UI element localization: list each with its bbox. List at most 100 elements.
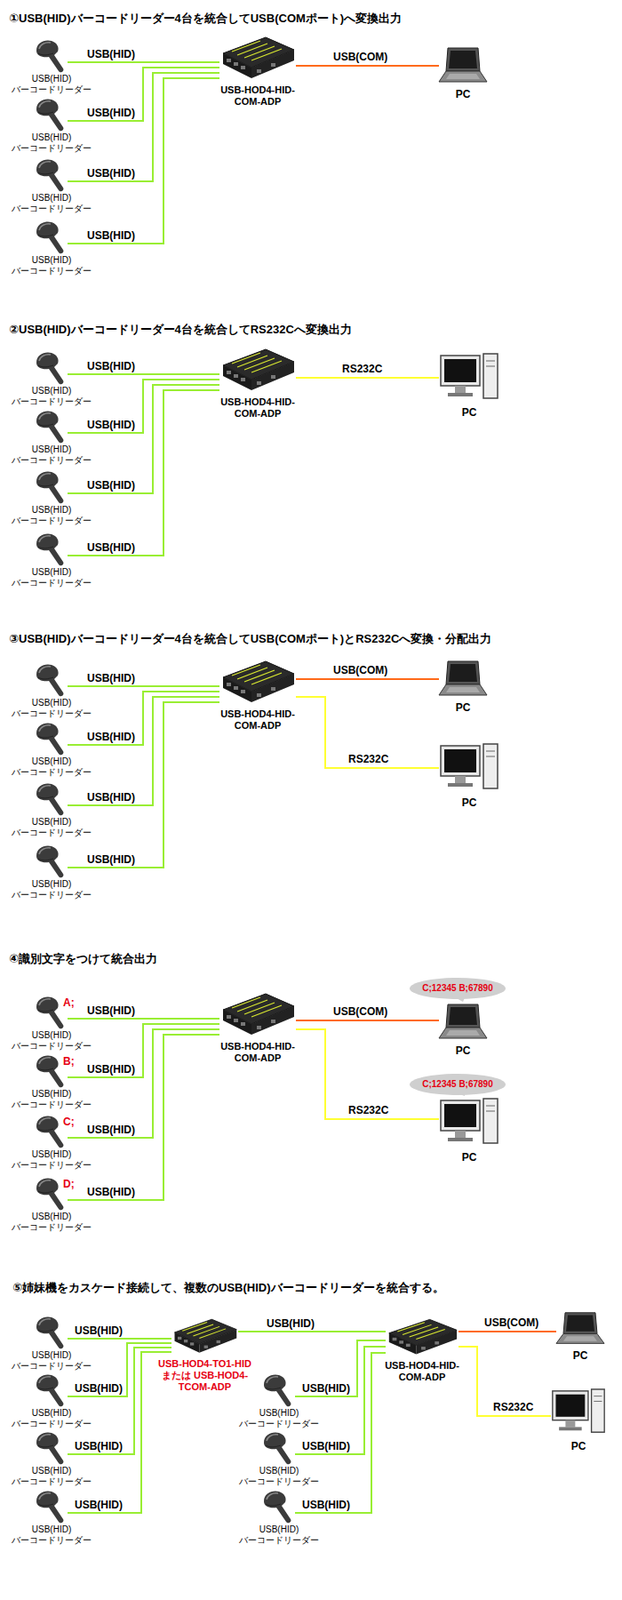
desktop-pc-icon: [550, 1387, 607, 1437]
cable-line: [67, 78, 220, 244]
cable-label: RS232C: [493, 1400, 534, 1413]
barcode-reader: USB(HID) バーコードリーダー: [35, 409, 68, 444]
cable-line: [295, 677, 439, 680]
node-label: USB-HOD4-HID-COM-ADP: [211, 1040, 304, 1064]
cable-label: USB(HID): [87, 106, 136, 120]
cable-label: RS232C: [348, 752, 389, 766]
node-label: PC: [562, 1348, 599, 1362]
barcode-reader: USB(HID) バーコードリーダー: [35, 39, 68, 73]
cable-label: RS232C: [342, 362, 383, 375]
node-label: USB(HID) バーコードリーダー: [4, 1088, 99, 1110]
cable-label: USB(HID): [87, 1004, 136, 1017]
converter-icon: [219, 345, 296, 394]
barcode-reader-icon: [35, 721, 68, 756]
barcode-reader-icon: [35, 1114, 68, 1149]
id-char: A;: [63, 996, 75, 1009]
barcode-reader: USB(HID) バーコードリーダー: [35, 1176, 68, 1211]
node-label: PC: [445, 87, 481, 101]
cable-line: [295, 376, 439, 379]
cable-line: [295, 1352, 386, 1513]
barcode-reader: USB(HID) バーコードリーダー: [263, 1372, 296, 1407]
node-label: USB(HID) バーコードリーダー: [4, 1407, 99, 1429]
barcode-reader-icon: [35, 39, 68, 73]
node-label: USB(HID) バーコードリーダー: [4, 816, 99, 838]
barcode-reader: USB(HID) バーコードリーダー: [35, 220, 68, 255]
laptop-icon: [556, 1310, 605, 1347]
node-label: USB(HID) バーコードリーダー: [4, 697, 99, 719]
barcode-reader: USB(HID) バーコードリーダー: [35, 1489, 68, 1524]
barcode-reader-icon: [35, 470, 68, 504]
cable-line: [458, 1346, 551, 1416]
node-label: USB(HID) バーコードリーダー: [4, 1523, 99, 1546]
node-label: USB(HID) バーコードリーダー: [4, 192, 99, 215]
barcode-reader-icon: [35, 1489, 68, 1524]
cable-line: [67, 701, 220, 868]
converter-device: USB-HOD4-HID-COM-ADP: [385, 1315, 459, 1357]
barcode-reader-icon: [35, 1430, 68, 1465]
node-label: USB(HID) バーコードリーダー: [4, 1148, 99, 1171]
barcode-reader: USB(HID) バーコードリーダー: [35, 1114, 68, 1149]
barcode-reader: USB(HID) バーコードリーダー: [35, 470, 68, 504]
cable-label: USB(HID): [87, 790, 136, 804]
section-title: ⑤姉妹機をカスケード接続して、複数のUSB(HID)バーコードリーダーを統合する…: [12, 1280, 445, 1295]
laptop-pc: PC: [438, 46, 487, 86]
cable-label: USB(COM): [333, 50, 388, 64]
cable-label: USB(HID): [302, 1439, 351, 1452]
barcode-reader-icon: [35, 1372, 68, 1407]
cascade-device: USB-HOD4-TO1-HID または USB-HOD4-TCOM-ADP: [171, 1315, 239, 1356]
barcode-reader-icon: [35, 781, 68, 816]
cable-label: USB(HID): [87, 1123, 136, 1136]
laptop-pc: PC: [438, 1002, 487, 1042]
converter-device: USB-HOD4-HID-COM-ADP: [219, 657, 296, 706]
node-label: USB(HID) バーコードリーダー: [4, 566, 99, 589]
cable-line: [295, 64, 439, 67]
node-label: USB(HID) バーコードリーダー: [4, 504, 99, 527]
node-label: USB-HOD4-HID-COM-ADP: [211, 708, 304, 732]
barcode-reader-icon: [35, 1315, 68, 1349]
barcode-reader: USB(HID) バーコードリーダー: [35, 1430, 68, 1465]
barcode-reader: USB(HID) バーコードリーダー: [35, 662, 68, 697]
node-label: USB(HID) バーコードリーダー: [4, 444, 99, 466]
barcode-reader-icon: [35, 532, 68, 567]
cable-label: USB(HID): [87, 229, 136, 242]
section-title: ③USB(HID)バーコードリーダー4台を統合してUSB(COMポート)とRS2…: [8, 631, 492, 646]
cable-label: USB(COM): [333, 1004, 388, 1018]
cable-label: USB(HID): [87, 671, 136, 685]
cable-label: USB(HID): [87, 359, 136, 373]
node-label: USB(HID) バーコードリーダー: [4, 1211, 99, 1233]
cable-label: USB(COM): [484, 1315, 539, 1329]
bubble-text: C;12345 B;67890: [411, 1078, 504, 1090]
barcode-reader: USB(HID) バーコードリーダー: [35, 1315, 68, 1349]
barcode-reader: USB(HID) バーコードリーダー: [35, 532, 68, 567]
id-char: D;: [63, 1177, 75, 1190]
cable-label: USB(HID): [302, 1498, 351, 1511]
cable-label: USB(HID): [74, 1498, 123, 1511]
cable-label: RS232C: [348, 1103, 389, 1117]
cable-label: USB(HID): [87, 1062, 136, 1076]
laptop-icon: [438, 1002, 487, 1042]
cable-label: USB(HID): [87, 730, 136, 743]
barcode-reader: USB(HID) バーコードリーダー: [35, 1053, 68, 1088]
barcode-reader-icon: [35, 97, 68, 132]
barcode-reader: USB(HID) バーコードリーダー: [35, 1372, 68, 1407]
desktop-pc-icon: [438, 1096, 500, 1149]
node-label: USB(HID) バーコードリーダー: [231, 1465, 327, 1487]
node-label: USB(HID) バーコードリーダー: [4, 1465, 99, 1487]
converter-device: USB-HOD4-HID-COM-ADP: [219, 33, 296, 82]
node-label: USB(HID) バーコードリーダー: [4, 73, 99, 96]
desktop-pc: PC: [438, 1096, 500, 1149]
cable-line: [67, 1337, 172, 1340]
node-label: PC: [451, 796, 487, 809]
section-title: ②USB(HID)バーコードリーダー4台を統合してRS232Cへ変換出力: [8, 322, 352, 337]
converter-device: USB-HOD4-HID-COM-ADP: [219, 989, 296, 1038]
laptop-icon: [438, 659, 487, 699]
barcode-reader-icon: [35, 350, 68, 385]
desktop-pc: PC: [438, 351, 500, 404]
cable-label: USB(HID): [87, 478, 136, 492]
node-label: USB(HID) バーコードリーダー: [4, 1349, 99, 1372]
cable-line: [295, 1028, 439, 1119]
cable-line: [67, 1351, 172, 1513]
cable-line: [67, 61, 220, 64]
laptop-pc: PC: [556, 1310, 605, 1347]
bubble-text: C;12345 B;67890: [411, 982, 504, 994]
